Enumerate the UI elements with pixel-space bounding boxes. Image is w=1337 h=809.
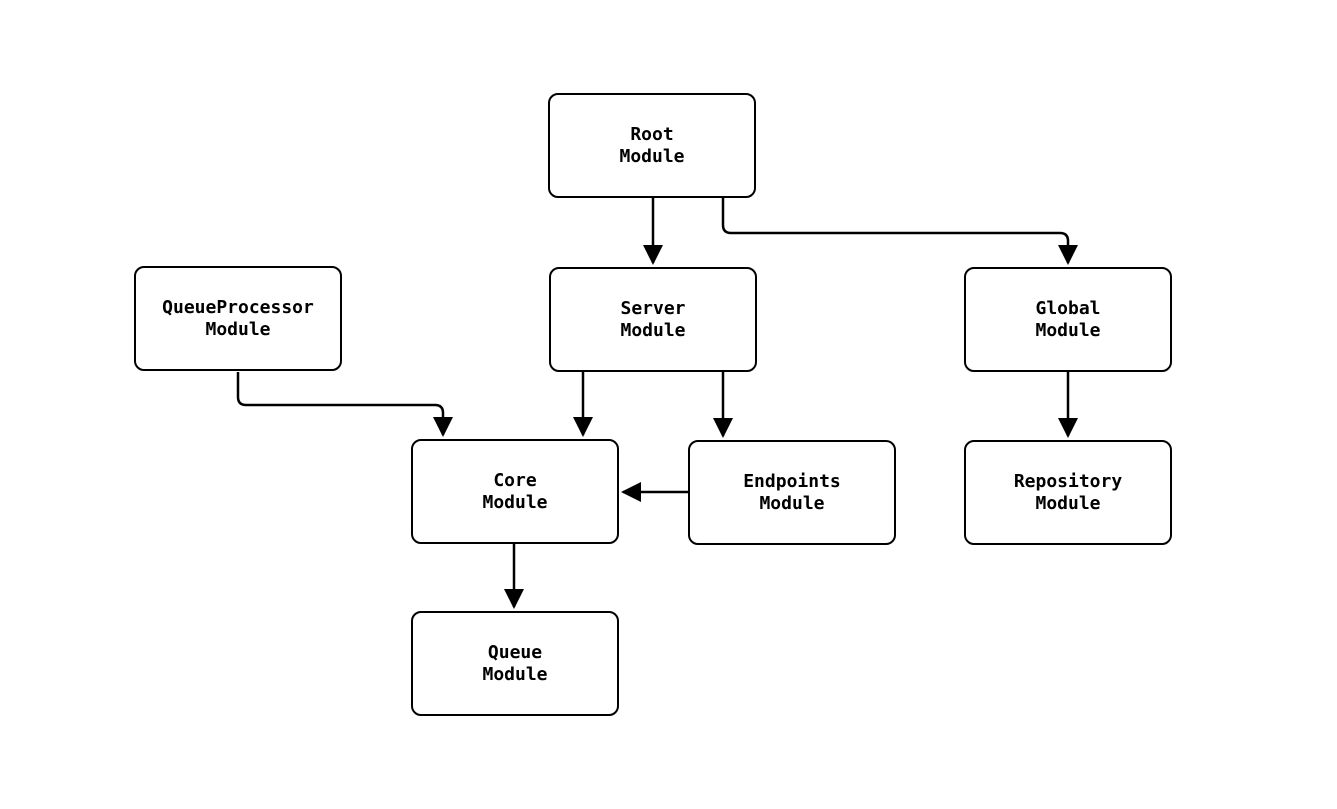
node-core-module-label: Core Module (482, 469, 548, 513)
node-queueprocessor-module-label: QueueProcessor Module (162, 296, 314, 340)
node-server-module-label: Server Module (620, 297, 686, 341)
node-queue-module-label: Queue Module (482, 641, 548, 685)
node-repository-module: Repository Module (964, 440, 1172, 545)
edge-root-module-to-global-module (721, 197, 1078, 265)
node-queue-module: Queue Module (411, 611, 619, 716)
edge-queueprocessor-module-to-core-module (236, 372, 453, 437)
node-global-module: Global Module (964, 267, 1172, 372)
node-endpoints-module: Endpoints Module (688, 440, 896, 545)
node-repository-module-label: Repository Module (1013, 470, 1123, 514)
node-server-module: Server Module (549, 267, 757, 372)
node-core-module: Core Module (411, 439, 619, 544)
node-global-module-label: Global Module (1035, 297, 1101, 341)
node-endpoints-module-label: Endpoints Module (743, 470, 841, 514)
node-root-module-label: Root Module (619, 123, 685, 167)
node-root-module: Root Module (548, 93, 756, 198)
node-queueprocessor-module: QueueProcessor Module (134, 266, 342, 371)
